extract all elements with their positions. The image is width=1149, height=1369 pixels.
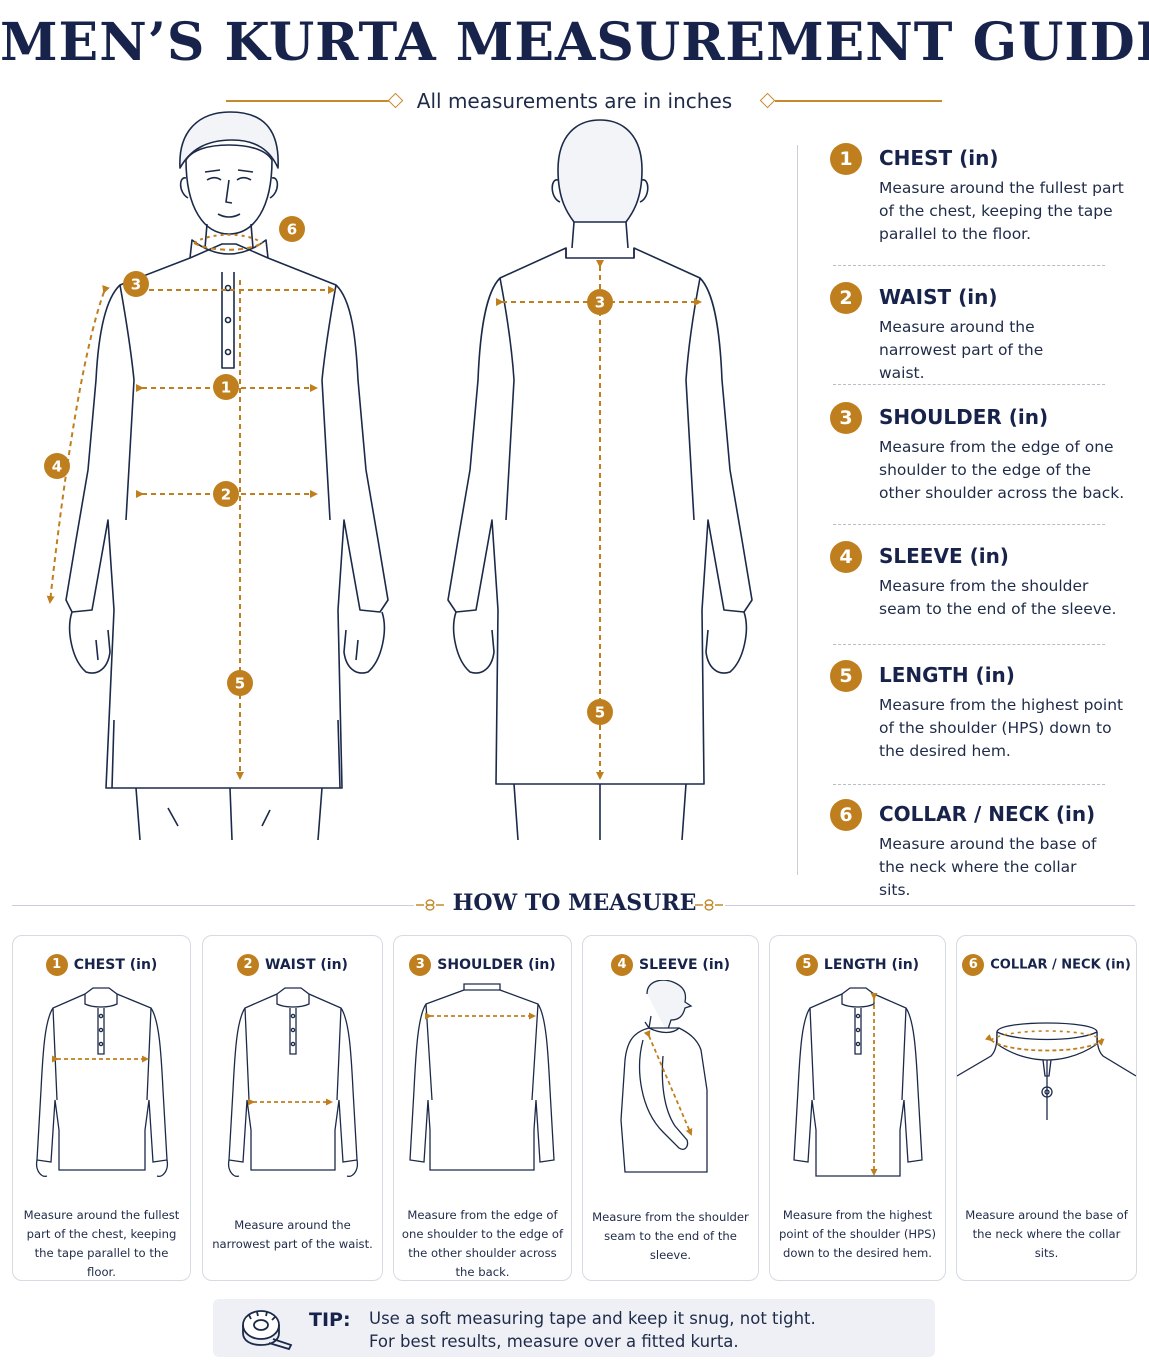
panel-badge: 3 [409,954,432,976]
legend-description: Measure around the narrowest part of the… [879,318,1044,382]
collar-closeup-icon [957,1022,1136,1120]
front-badge-4: 4 [52,458,62,476]
legend-separator [833,644,1105,645]
panel-label: CHEST (in) [73,957,158,973]
legend-description: Measure around the fullest part of the c… [879,179,1124,243]
page-title: MEN’S KURTA MEASUREMENT GUIDE [0,12,1149,73]
panel-label: COLLAR / NECK (in) [990,957,1131,973]
how-left-ornament [416,899,444,911]
panel-shoulder: 3 SHOULDER (in) Measure from the edge of … [393,935,572,1281]
back-badge-3: 3 [595,294,605,312]
front-badge-2: 2 [221,486,231,504]
legend-badge: 5 [830,660,862,692]
legend-description: Measure from the highest point of the sh… [879,696,1124,760]
front-number-badges: 6 3 1 2 4 5 [44,216,305,696]
shoulder-kurta-icon [409,983,555,1171]
legend-badge: 2 [830,282,862,314]
legend-separator [833,524,1105,525]
back-number-badges: 3 5 [587,289,613,725]
panel-waist: 2 WAIST (in) Measure around the narrowest… [202,935,383,1281]
chest-kurta-icon [35,987,169,1177]
how-right-line [725,905,1135,906]
legend-badge: 4 [830,541,862,573]
legend-heading: SLEEVE (in) [879,544,1009,568]
panel-label: SLEEVE (in) [639,957,730,973]
legend-description: Measure from the shoulder seam to the en… [879,577,1117,618]
legend-badge: 1 [830,143,862,175]
legend-heading: WAIST (in) [879,285,998,309]
panel-description: Measure from the edge of one shoulder to… [401,1208,564,1279]
legend-heading: CHEST (in) [879,146,999,170]
front-badge-5: 5 [235,675,245,693]
how-left-line [12,905,414,906]
legend-heading: LENGTH (in) [879,663,1015,687]
kurta-front-back-illustration: 6 3 1 2 4 5 3 5 [44,111,753,841]
panel-description: Measure around the fullest part of the c… [23,1208,180,1279]
panel-label: LENGTH (in) [823,957,920,973]
panel-sleeve: 4 SLEEVE (in) Measure from the shoulder s… [582,935,759,1281]
panel-description: Measure from the shoulder seam to the en… [592,1210,749,1262]
legend-badge: 3 [830,402,862,434]
legend-heading: COLLAR / NECK (in) [879,802,1096,826]
panel-badge: 4 [611,954,634,976]
panel-label: SHOULDER (in) [437,957,556,973]
how-to-measure-title: HOW TO MEASURE [452,890,697,916]
panel-badge: 1 [45,954,68,976]
legend-separator [833,384,1105,385]
tip-label: TIP: [309,1309,351,1331]
how-right-ornament [695,899,723,911]
panel-badge: 2 [237,954,260,976]
legend-separator [833,265,1105,266]
panel-chest: 1 CHEST (in) Measure around the fullest p… [12,935,191,1281]
back-badge-5: 5 [595,704,605,722]
panel-description: Measure around the narrowest part of the… [212,1218,373,1251]
length-kurta-icon [793,987,923,1177]
front-badge-6: 6 [287,221,297,239]
front-badge-1: 1 [221,379,231,397]
legend-badge: 6 [830,799,862,831]
legend-divider [797,145,798,875]
panel-description: Measure from the highest point of the sh… [779,1208,936,1260]
tip-line-2: For best results, measure over a fitted … [369,1332,739,1351]
panel-label: WAIST (in) [265,957,348,973]
panel-length: 5 LENGTH (in) Measure from the highest po… [769,935,946,1281]
subtitle-right-line [775,100,942,102]
legend-description: Measure around the base of the neck wher… [879,835,1097,899]
tip-box: TIP: Use a soft measuring tape and keep … [213,1299,935,1357]
front-figure [65,111,389,841]
legend-separator [833,784,1105,785]
front-badge-3: 3 [131,276,141,294]
tip-line-1: Use a soft measuring tape and keep it sn… [369,1309,816,1328]
back-figure [447,119,753,841]
legend-description: Measure from the edge of one shoulder to… [879,438,1125,502]
legend-heading: SHOULDER (in) [879,405,1049,429]
panel-collar-neck: 6 COLLAR / NECK (in) Measure around the b… [956,935,1137,1281]
panel-badge: 6 [962,954,985,976]
subtitle-left-line [226,100,391,102]
panel-description: Measure around the base of the neck wher… [965,1208,1128,1260]
measuring-tape-icon [242,1310,293,1351]
waist-kurta-icon [227,987,359,1177]
sleeve-kurta-icon [620,980,708,1173]
panel-badge: 5 [795,954,818,976]
subtitle: All measurements are in inches [416,89,733,113]
